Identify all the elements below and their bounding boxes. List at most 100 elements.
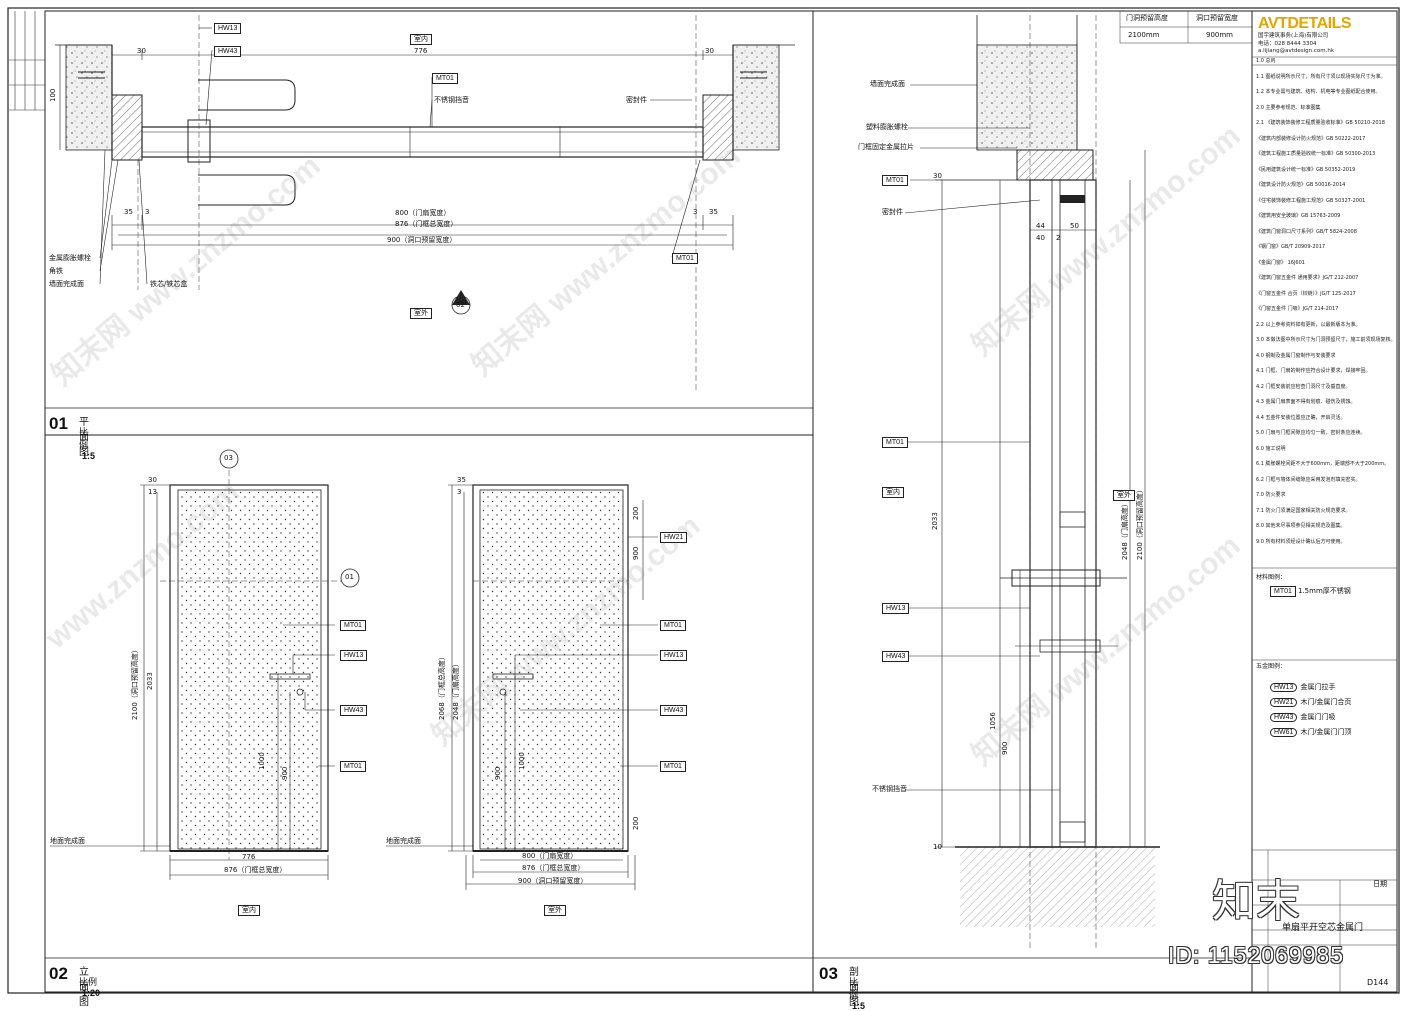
room-label: 室内 [882,487,904,498]
hardware-tag: HW13 [214,23,242,34]
material-tag: MT01 [882,175,908,186]
note-line: 2.2 以上参考资料如有更新，以最新版本为准。 [1256,321,1361,328]
dim-label: 900 [1001,741,1009,755]
annotation: 门框固定金属拉片 [858,143,914,151]
drawing-name: 单扇平开空芯金属门 [1282,923,1364,933]
annotation: 塑料膨胀螺栓 [866,123,908,131]
annotation: 金属膨胀螺栓 [49,254,91,262]
hardware-tag: HW21 [660,532,688,543]
note-line: 2.1 《建筑装饰装修工程质量验收标准》GB 50210-2018 [1256,120,1385,126]
note-line: 6.1 膨胀螺栓间距不大于600mm，距端部不大于200mm。 [1256,461,1390,467]
note-line: 6.2 门框与墙体间缝隙应采用发泡剂填充密实。 [1256,476,1361,483]
company-email: a.lijiang@avtdesign.com.hk [1258,48,1335,54]
note-line: 2.0 主要参考规范、标准图集 [1256,104,1321,111]
company-logo: AVTDETAILS [1258,15,1352,32]
room-label: 室内 [410,34,432,45]
dim-label: 2 [1056,234,1061,242]
material-legend-title: 材料图例： [1256,574,1287,581]
note-line: 4.2 门框安装前应检查门洞尺寸及垂直度。 [1256,383,1351,390]
material-tag: MT01 [672,253,698,264]
note-line: 1.1 图纸说明所示尺寸，所有尺寸须以现场实际尺寸为准。 [1256,73,1386,80]
dim-label: 876（门框总宽度） [224,866,287,874]
section-mark: 03 [224,454,233,462]
dim-label: 900 [632,546,640,560]
section-mark: 02 [456,301,465,309]
hardware-legend-title: 五金图例： [1256,663,1287,670]
dim-label: 40 [1036,234,1045,242]
dim-label: 776 [414,47,428,55]
note-line: 7.0 防火要求 [1256,492,1286,498]
dim-label: 1000 [258,752,266,770]
dim-label: 2048（门扇高度） [452,660,460,720]
panel-scale: 比例1:5 [79,427,96,461]
annotation: 密封件 [626,96,647,104]
hardware-desc: 金属门拉手 [1300,684,1336,691]
dim-label: 776 [242,853,256,861]
company-name: 国宇建筑事务(上海)有限公司 [1258,33,1329,39]
hardware-code: HW43 [1270,713,1298,722]
dim-label: 30 [137,47,146,55]
sheet-number: D144 [1367,978,1389,987]
hardware-desc: 木门/金属门门顶 [1300,729,1352,736]
note-line: 《门窗五金件 合页（铰链）》JG/T 125-2017 [1256,290,1356,297]
dim-label: 30 [148,476,157,484]
dim-label: 35 [124,208,133,216]
annotation: 不锈钢挡音 [872,785,907,793]
material-tag: MT01 [660,620,686,631]
company-phone: 电话：028 8444 3304 [1258,41,1317,47]
dim-label: 100 [49,88,57,102]
title-block-frame [1119,11,1397,992]
dim-label: 900（洞口预留宽度） [387,236,457,244]
note-line: 3.0 本做法图中所示尺寸为门洞预留尺寸，施工前须现场复核。 [1256,337,1396,343]
material-tag: MT01 [882,437,908,448]
panel-scale: 比例1:20 [79,977,101,998]
panel-name: 平面图 [79,417,89,458]
note-line: 《建筑门窗洞口尺寸系列》GB/T 5824-2008 [1256,228,1357,235]
dim-label: 13 [148,488,157,496]
dim-label: 3 [457,488,462,496]
material-desc: 1.5mm厚不锈钢 [1298,587,1351,595]
note-line: 《钢门窗》GB/T 20909-2017 [1256,244,1326,250]
note-line: 4.3 金属门扇表面不得有划痕、碰伤及锈蚀。 [1256,399,1356,405]
note-line: 《建筑设计防火规范》GB 50016-2014 [1256,182,1346,188]
dim-label: 200 [632,816,640,830]
note-line: 《民用建筑设计统一标准》GB 50352-2019 [1256,166,1356,173]
hardware-code: HW21 [1270,698,1298,707]
dim-label: 900（洞口预留宽度） [518,877,588,885]
dim-label: 900 [494,766,502,780]
material-tag: MT01 [340,620,366,631]
note-line: 《门窗五金件 门吸》JG/T 214-2017 [1256,306,1339,312]
annotation: 角铁 [49,267,63,275]
dim-label: 2100（洞口预留高度） [1136,486,1144,560]
note-line: 1.0 总则 [1256,58,1276,64]
note-line: 4.1 门框、门扇的制作应符合设计要求，焊接牢固。 [1256,368,1371,374]
hardware-tag: HW13 [660,650,688,661]
panel-number: 03 [819,964,838,983]
tb-value: 2100mm [1128,31,1160,39]
dim-label: 44 [1036,222,1045,230]
panel-number: 01 [49,414,68,433]
tb-date-label: 日期 [1373,880,1387,888]
dim-label: 1056 [989,712,997,730]
plan-view [55,15,795,390]
dim-label: 876（门框总宽度） [522,864,585,872]
room-label: 室外 [544,905,566,916]
annotation: 墙面完成面 [870,80,905,88]
room-label: 室外 [1113,490,1135,501]
note-line: 7.1 防火门须满足国家相关防火规范要求。 [1256,507,1351,514]
dim-label: 2068（门框总高度） [438,653,446,720]
panel-number: 02 [49,964,68,983]
note-line: 《建筑门窗五金件 通用要求》JG/T 212-2007 [1256,275,1359,281]
annotation: 地面完成面 [50,837,85,845]
hardware-code: HW13 [1270,683,1298,692]
material-tag: MT01 [340,761,366,772]
annotation: 地面完成面 [386,837,421,845]
note-line: 《建筑工程施工质量验收统一标准》GB 50300-2013 [1256,151,1376,157]
dim-label: 2100（洞口预留高度） [131,646,139,720]
section-view [904,15,1160,950]
tb-header: 洞口预留宽度 [1196,14,1238,22]
material-tag: MT01 [432,73,458,84]
